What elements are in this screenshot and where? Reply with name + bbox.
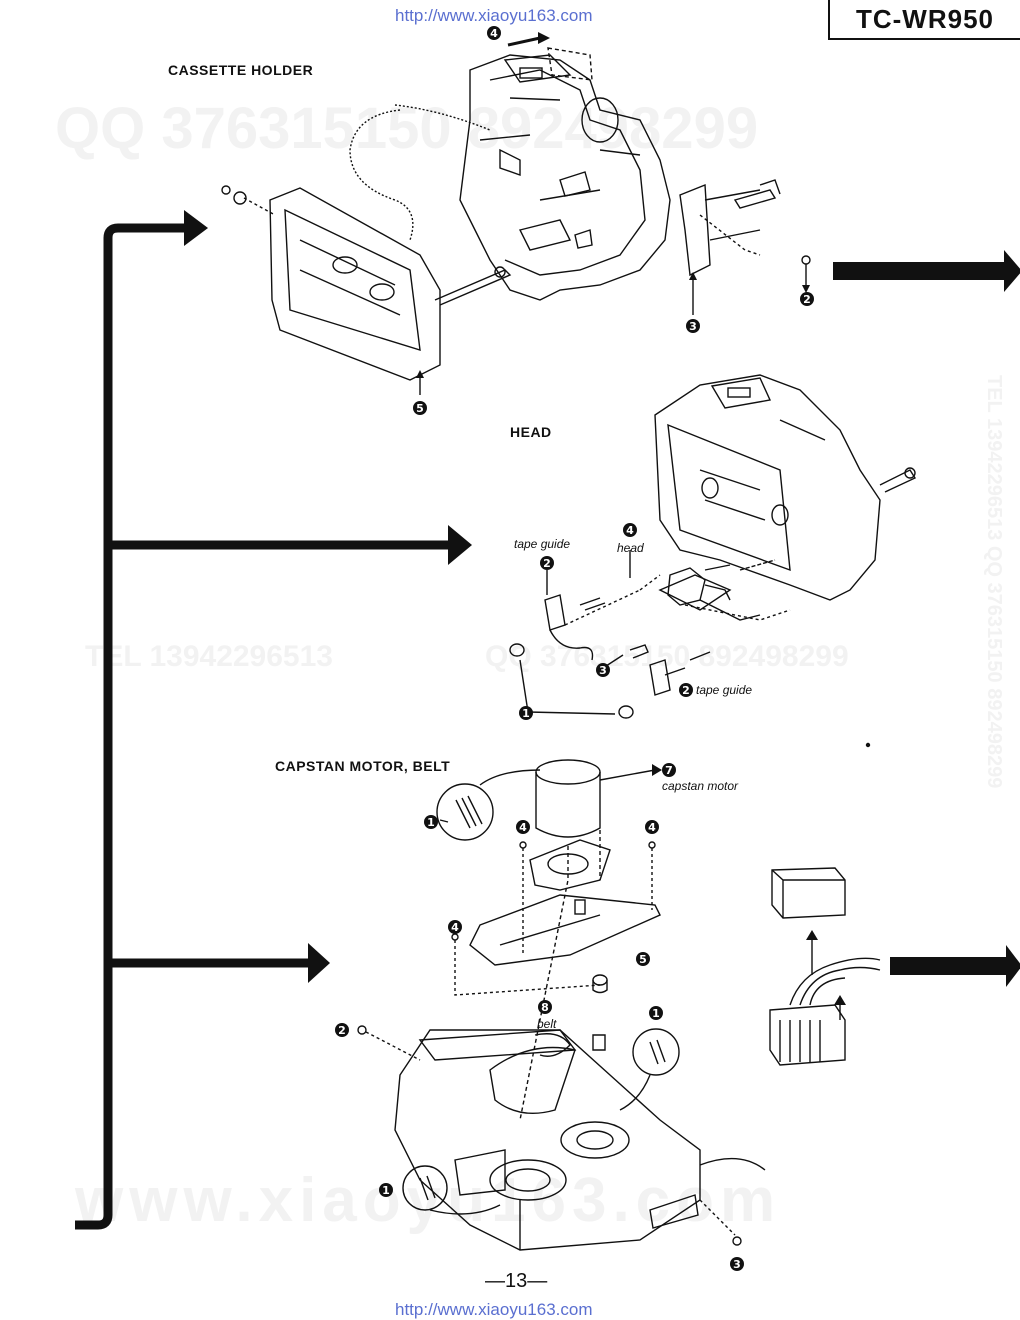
title-head: HEAD: [510, 424, 552, 440]
callout-capstan-2: 2: [335, 1023, 349, 1037]
callout-head-3: 3: [596, 663, 610, 677]
svg-text:1: 1: [652, 1007, 660, 1020]
svg-text:4: 4: [519, 821, 527, 834]
watermark-qq-top: QQ 376315150 892498299: [55, 96, 759, 161]
flow-arrow-1: [184, 210, 208, 246]
svg-text:5: 5: [416, 402, 424, 415]
capstan-drawing: [357, 759, 766, 1251]
svg-text:2: 2: [682, 684, 690, 697]
callout-capstan-4-low: 4: [448, 920, 462, 934]
callout-head-2-top: 2: [540, 556, 554, 570]
callout-cassette-5: 5: [413, 401, 427, 415]
callout-capstan-1-left: 1: [379, 1183, 393, 1197]
callout-cassette-4: 4: [487, 26, 501, 40]
svg-text:1: 1: [427, 816, 435, 829]
svg-text:4: 4: [490, 27, 498, 40]
svg-text:1: 1: [382, 1184, 390, 1197]
svg-text:5: 5: [639, 953, 647, 966]
watermark-bottom: www.xiaoyu163.com: [75, 1166, 782, 1235]
callout-capstan-8: 8: [538, 1000, 552, 1014]
url-top[interactable]: http://www.xiaoyu163.com: [395, 6, 593, 25]
callout-cassette-3: 3: [686, 319, 700, 333]
svg-text:2: 2: [803, 293, 811, 306]
callout-capstan-1-top: 1: [424, 815, 438, 829]
page-number: —13—: [485, 1270, 548, 1292]
title-capstan-motor-belt: CAPSTAN MOTOR, BELT: [275, 758, 451, 774]
url-bottom[interactable]: http://www.xiaoyu163.com: [395, 1300, 593, 1319]
connector-drawing: [769, 867, 881, 1066]
callout-head-2-bottom: 2: [679, 683, 693, 697]
callout-capstan-4-left: 4: [516, 820, 530, 834]
model-label: TC-WR950: [828, 0, 1020, 40]
svg-text:2: 2: [543, 557, 551, 570]
callout-cassette-2: 2: [800, 292, 814, 306]
label-tape-guide-bottom: tape guide: [696, 683, 753, 697]
svg-text:3: 3: [599, 664, 607, 677]
flow-bracket: [75, 223, 452, 1230]
callout-capstan-4-right: 4: [645, 820, 659, 834]
svg-text:8: 8: [541, 1001, 549, 1014]
callout-capstan-3: 3: [730, 1257, 744, 1271]
label-capstan-motor: capstan motor: [662, 779, 739, 793]
label-tape-guide-top: tape guide: [514, 537, 571, 551]
svg-text:3: 3: [733, 1258, 741, 1271]
flow-arrow-2: [448, 525, 472, 565]
callout-head-1: 1: [519, 706, 533, 720]
label-head: head: [617, 541, 644, 555]
svg-text:4: 4: [648, 821, 656, 834]
svg-text:2: 2: [338, 1024, 346, 1037]
svg-text:4: 4: [451, 921, 459, 934]
callout-capstan-7: 7: [662, 763, 676, 777]
watermark-tel-mid: TEL 13942296513: [85, 640, 333, 673]
svg-text:1: 1: [522, 707, 530, 720]
label-belt: belt: [537, 1017, 557, 1031]
callout-head-4: 4: [623, 523, 637, 537]
flow-arrow-3: [308, 943, 330, 983]
flow-arrow-right-top: [833, 250, 1020, 292]
svg-text:7: 7: [665, 764, 673, 777]
cassette-holder-drawing: [221, 32, 811, 395]
head-drawing: [509, 374, 917, 719]
callout-capstan-5: 5: [636, 952, 650, 966]
svg-text:4: 4: [626, 524, 634, 537]
flow-arrow-right-bottom: [890, 945, 1020, 987]
title-cassette-holder: CASSETTE HOLDER: [168, 62, 314, 78]
svg-text:3: 3: [689, 320, 697, 333]
callout-capstan-1-right: 1: [649, 1006, 663, 1020]
